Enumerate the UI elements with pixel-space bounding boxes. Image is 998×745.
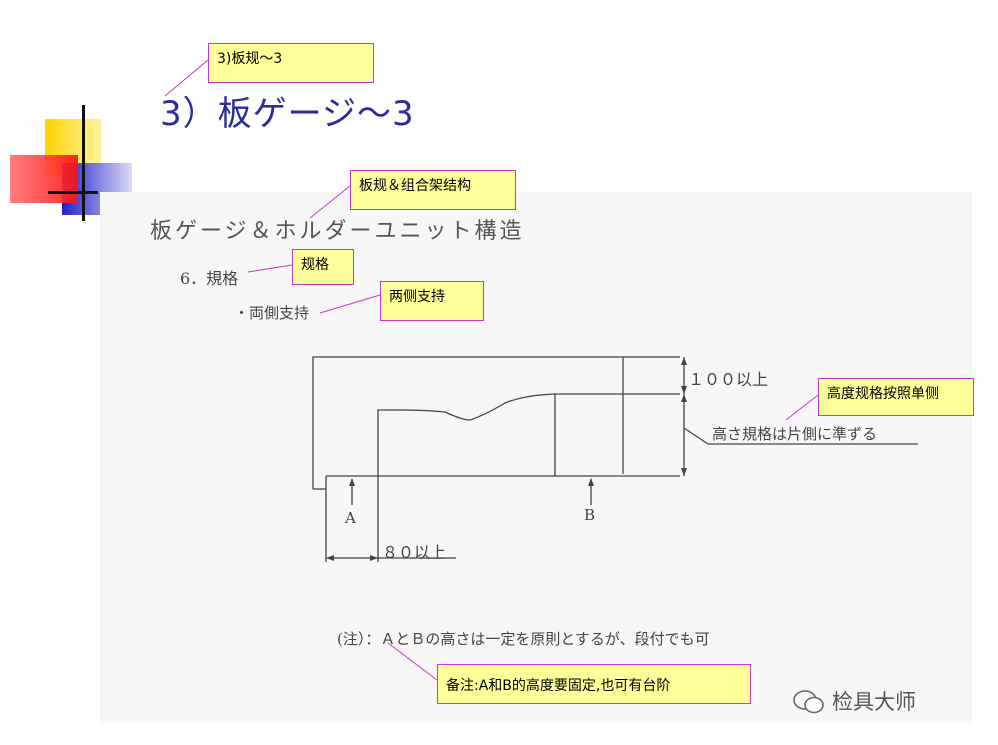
leader-spec — [247, 264, 293, 273]
dim-top-label: １００以上 — [688, 370, 769, 389]
scan-section: 6．規格 — [180, 269, 239, 288]
gauge-profile — [377, 393, 680, 476]
arrow-h-bottom — [681, 468, 687, 476]
corner-red-square — [10, 155, 78, 203]
wechat-icon — [793, 690, 824, 714]
leader-note — [387, 642, 438, 681]
dim-height-label: 高さ規格は片側に準ずる — [712, 425, 878, 443]
arrow-80-left — [326, 555, 334, 561]
callout-note: 备注:A和B的高度要固定,也可有台阶 — [437, 664, 751, 704]
label-a: A — [345, 509, 356, 527]
callout-support: 两侧支持 — [380, 281, 484, 321]
corner-horizontal-line — [48, 191, 98, 194]
scan-support: ・両側支持 — [234, 304, 310, 322]
arrow-h-top — [681, 394, 687, 402]
label-b: B — [584, 506, 596, 524]
arrow-100-bottom — [681, 386, 687, 394]
callout-height: 高度规格按照单侧 — [818, 378, 974, 416]
leader-height — [785, 394, 819, 421]
corner-vertical-line — [82, 105, 85, 221]
arrow-a-head — [349, 478, 355, 486]
scan-heading: 板ゲージ＆ホルダーユニット構造 — [150, 219, 525, 244]
callout-spec: 规格 — [292, 249, 354, 285]
leader-heading — [309, 185, 351, 219]
corner-decoration — [10, 105, 140, 225]
watermark-text: 检具大师 — [832, 690, 916, 714]
scanned-page — [100, 192, 972, 722]
arrow-100-top — [681, 357, 687, 365]
holder-frame — [312, 356, 624, 489]
dim-height-leader — [683, 427, 918, 445]
leader-support — [319, 294, 381, 314]
slide-title: 3）板ゲージ～3 — [160, 94, 415, 134]
callout-title: 3)板规～3 — [208, 43, 374, 83]
callout-heading: 板规＆组合架结构 — [350, 170, 516, 210]
dim-bottom-label: ８０以上 — [382, 543, 447, 562]
leader-title — [164, 59, 209, 97]
scan-note: (注）：ＡとＢの高さは一定を原則とするが、段付でも可 — [337, 630, 710, 648]
arrow-80-right — [370, 555, 378, 561]
arrow-b-head — [588, 478, 594, 486]
